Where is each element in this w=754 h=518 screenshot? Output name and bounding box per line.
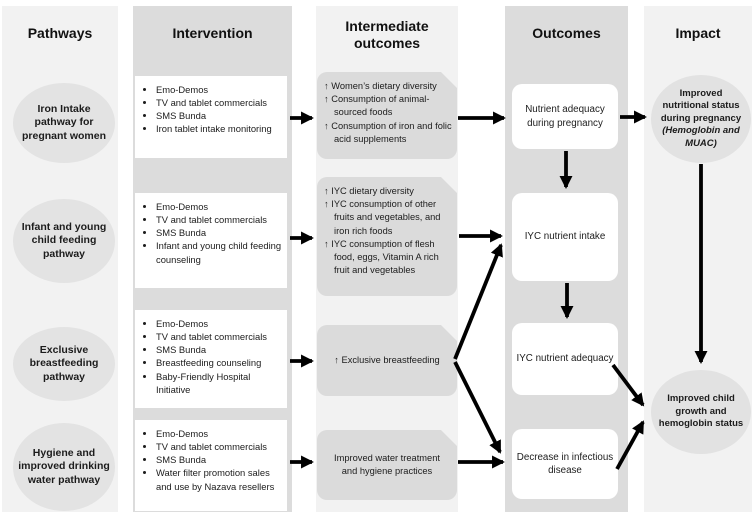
impact-title: Improved child growth and hemoglobin sta… xyxy=(658,393,744,430)
intermediate-bubble-water-hygiene: Improved water treatment and hygiene pra… xyxy=(317,430,457,500)
pathway-ellipse-breastfeeding: Exclusive breastfeeding pathway xyxy=(13,327,115,401)
intermediate-bubble-exclusive-breastfeeding: ↑ Exclusive breastfeeding xyxy=(317,325,457,396)
intermediate-bubble-iyc-diet: ↑ IYC dietary diversity ↑ IYC consumptio… xyxy=(317,177,457,296)
impact-header: Impact xyxy=(675,25,721,41)
pathway-ellipse-iyc-feeding: Infant and young child feeding pathway xyxy=(13,199,115,283)
intervention-item: Emo-Demos xyxy=(156,200,284,213)
intervention-item: Emo-Demos xyxy=(156,427,284,440)
outcome-box-infectious-disease: Decrease in infectious disease xyxy=(512,429,618,499)
intervention-item: SMS Bunda xyxy=(156,453,284,466)
intervention-item: Emo-Demos xyxy=(156,317,284,330)
intermediate-item: Improved water treatment and hygiene pra… xyxy=(334,452,440,476)
intervention-header: Intervention xyxy=(172,25,253,41)
pathways-header: Pathways xyxy=(27,25,93,41)
intermediate-bubble-pregnancy-diet: ↑ Women’s dietary diversity ↑ Consumptio… xyxy=(317,72,457,159)
outcome-box-iyc-nutrient-adequacy: IYC nutrient adequacy xyxy=(512,323,618,395)
intervention-item: SMS Bunda xyxy=(156,226,284,239)
intervention-item: Water filter promotion sales and use by … xyxy=(156,466,284,492)
intervention-box-breastfeeding: Emo-Demos TV and tablet commercials SMS … xyxy=(135,310,287,408)
pathway-ellipse-hygiene-water: Hygiene and improved drinking water path… xyxy=(13,423,115,511)
intervention-item: Emo-Demos xyxy=(156,83,284,96)
intervention-item: TV and tablet commercials xyxy=(156,213,284,226)
impact-title: Improved nutritional status during pregn… xyxy=(660,88,742,124)
intervention-item: Infant and young child feeding counselin… xyxy=(156,239,284,265)
pathway-ellipse-iron-intake: Iron Intake pathway for pregnant women xyxy=(13,83,115,163)
intervention-list: Emo-Demos TV and tablet commercials SMS … xyxy=(140,427,284,493)
intermediate-item: ↑ IYC consumption of flesh food, eggs, V… xyxy=(324,238,439,276)
intermediate-item: ↑ Consumption of animal-sourced foods xyxy=(324,94,430,118)
impact-ellipse-pregnancy-nutrition: Improved nutritional status during pregn… xyxy=(651,75,751,163)
outcome-box-iyc-nutrient-intake: IYC nutrient intake xyxy=(512,193,618,281)
intervention-item: Breastfeeding counseling xyxy=(156,356,284,369)
outcomes-header: Outcomes xyxy=(532,25,601,41)
impact-ellipse-child-growth: Improved child growth and hemoglobin sta… xyxy=(651,370,751,454)
intervention-box-iyc-feeding: Emo-Demos TV and tablet commercials SMS … xyxy=(135,193,287,288)
intervention-item: TV and tablet commercials xyxy=(156,96,284,109)
intermediate-item: ↑ IYC dietary diversity xyxy=(324,186,414,196)
intervention-box-iron-intake: Emo-Demos TV and tablet commercials SMS … xyxy=(135,76,287,158)
intermediate-item: ↑ Consumption of iron and folic acid sup… xyxy=(324,120,452,144)
intervention-item: SMS Bunda xyxy=(156,343,284,356)
intervention-list: Emo-Demos TV and tablet commercials SMS … xyxy=(140,83,284,136)
intermediate-item: ↑ Women’s dietary diversity xyxy=(324,81,437,91)
outcome-box-nutrient-adequacy-pregnancy: Nutrient adequacy during pregnancy xyxy=(512,84,618,149)
intervention-list: Emo-Demos TV and tablet commercials SMS … xyxy=(140,200,284,266)
intermediate-item: ↑ Exclusive breastfeeding xyxy=(334,354,440,365)
intervention-item: Iron tablet intake monitoring xyxy=(156,122,284,135)
intervention-item: SMS Bunda xyxy=(156,109,284,122)
intervention-item: TV and tablet commercials xyxy=(156,440,284,453)
intervention-box-hygiene-water: Emo-Demos TV and tablet commercials SMS … xyxy=(135,420,287,511)
intermediate-outcomes-header: Intermediate outcomes xyxy=(345,18,429,51)
arrow-breastfeeding-to-iyc-intake xyxy=(453,243,503,360)
arrow-breastfeeding-to-infectious-disease xyxy=(453,361,502,454)
intermediate-item: ↑ IYC consumption of other fruits and ve… xyxy=(324,199,441,236)
intervention-list: Emo-Demos TV and tablet commercials SMS … xyxy=(140,317,284,396)
impact-note: (Hemoglobin and MUAC) xyxy=(662,125,740,149)
intervention-item: Baby-Friendly Hospital Initiative xyxy=(156,370,284,396)
intervention-item: TV and tablet commercials xyxy=(156,330,284,343)
